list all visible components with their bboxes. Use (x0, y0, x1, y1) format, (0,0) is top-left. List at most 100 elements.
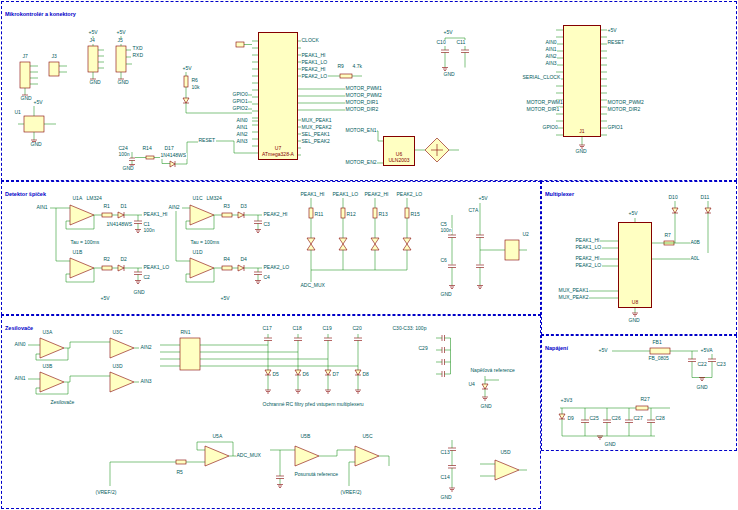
net-label: PEAK1_LO (301, 60, 328, 66)
net-label: C27 (633, 416, 643, 422)
net-label: PEAK2_HI (575, 256, 600, 262)
net-label: C22 (697, 362, 707, 368)
net-label: U1B (72, 250, 83, 256)
net-label: A0L (690, 256, 700, 262)
net-label: +5V (628, 211, 638, 217)
net-label: C14 (440, 475, 450, 481)
net-label: C29 (418, 346, 428, 352)
net-label: AIN1 (36, 205, 48, 211)
net-label: GND (20, 96, 32, 102)
net-label: AIN2 (168, 205, 180, 211)
net-label: PEAK2_LO (396, 192, 423, 198)
net-label: AIN0 (14, 342, 26, 348)
net-label: J3 (51, 54, 57, 60)
net-label: MOTOR_EN1 (345, 128, 377, 134)
net-label: R3 (223, 204, 230, 210)
net-label: PEAK1_HI (300, 192, 325, 198)
net-label: AIN2 (545, 54, 557, 60)
net-label: U1D (192, 250, 203, 256)
net-label: D4 (240, 257, 247, 263)
net-label: C23 (716, 362, 726, 368)
net-label: +5V (443, 30, 453, 36)
net-label: D6 (302, 372, 309, 378)
net-label: ADC_MUX (300, 283, 325, 289)
net-label: MOTOR_DIR1 (526, 107, 560, 113)
wires (18, 30, 712, 488)
net-label: 1N4148WS (160, 153, 187, 159)
net-label: D11 (700, 195, 710, 201)
ground-symbols (22, 68, 705, 492)
net-label: 100n (143, 228, 155, 234)
net-label: GPIO1 (607, 125, 623, 131)
net-label: J5 (117, 38, 123, 44)
net-label: +5V (478, 196, 488, 202)
net-label: GND (122, 166, 134, 172)
net-label: C20 (352, 326, 362, 332)
section-title: Multiplexer (545, 191, 574, 197)
net-label: A0B (690, 240, 700, 246)
net-label: U3A (42, 330, 53, 336)
net-label: SERIAL_CLOCK (522, 75, 561, 81)
net-label: C18 (292, 326, 302, 332)
net-label: PEAK2_LO (575, 263, 602, 269)
net-label: RESET (607, 40, 625, 46)
net-label: AIN1 (545, 47, 557, 53)
net-label: GND (628, 318, 640, 324)
net-label: GPIO0 (232, 92, 248, 98)
net-label: D1 (120, 204, 127, 210)
net-label: GPIO0 (542, 125, 558, 131)
net-label: 100n (118, 152, 130, 158)
net-label: MUX_PEAK1 (301, 118, 332, 124)
net-label: PEAK2_LO (263, 265, 290, 271)
net-label: AIN3 (236, 139, 248, 145)
net-label: R11 (314, 212, 324, 218)
net-label: RN1 (180, 330, 191, 336)
net-label: GND (696, 385, 708, 391)
net-label: U1A (72, 196, 83, 202)
net-label: 10k (191, 85, 200, 91)
net-label: GND (89, 80, 101, 86)
net-label: SEL_PEAK1 (301, 132, 330, 138)
net-label: J7 (22, 54, 28, 60)
net-label: AIN0 (545, 40, 557, 46)
net-label: U5B (300, 434, 311, 440)
net-label: C25 (589, 416, 599, 422)
net-label: +5V (607, 28, 617, 34)
net-label: PEAK1_LO (143, 265, 170, 271)
net-label: C1 (143, 222, 150, 228)
net-label: R2 (103, 257, 110, 263)
net-label: GND (30, 142, 42, 148)
net-label: PEAK1_HI (301, 53, 326, 59)
net-label: R14 (142, 146, 152, 152)
net-label: PEAK1_LO (575, 245, 602, 251)
net-label: GND (575, 149, 587, 155)
net-label: GND (440, 495, 452, 501)
net-label: R6 (191, 78, 198, 84)
net-label: AIN0 (236, 118, 248, 124)
net-label: +5V (33, 100, 43, 106)
net-label: PEAK2_HI (263, 212, 288, 218)
net-label: D10 (668, 195, 678, 201)
net-label: PEAK1_HI (575, 238, 600, 244)
net-label: D9 (567, 416, 574, 422)
part-label: ATmega328-A (262, 152, 294, 158)
net-label: Posunutá reference (294, 472, 339, 478)
net-label: C28 (655, 416, 665, 422)
net-label: U1 (14, 110, 21, 116)
net-label: LM324 (86, 196, 102, 202)
part-label: U8 (632, 300, 638, 306)
net-label: C30-C33: 100p (392, 326, 427, 332)
net-label: Zesilovače (50, 400, 75, 406)
net-label: AIN2 (140, 345, 152, 351)
net-label: C17 (262, 326, 272, 332)
net-label: +5V (598, 348, 608, 354)
net-label: +3V3 (560, 398, 573, 404)
section-panel: Zesilovače (1, 315, 541, 509)
net-label: (VREF/2) (340, 490, 362, 496)
net-label: C3 (263, 222, 270, 228)
net-label: MOTOR_EN2 (345, 160, 377, 166)
net-label: PEAK2_HI (301, 67, 326, 73)
net-label: 4.7k (352, 64, 362, 70)
net-label: MUX_PEAK2 (558, 295, 589, 301)
net-label: PEAK2_LO (301, 74, 328, 80)
